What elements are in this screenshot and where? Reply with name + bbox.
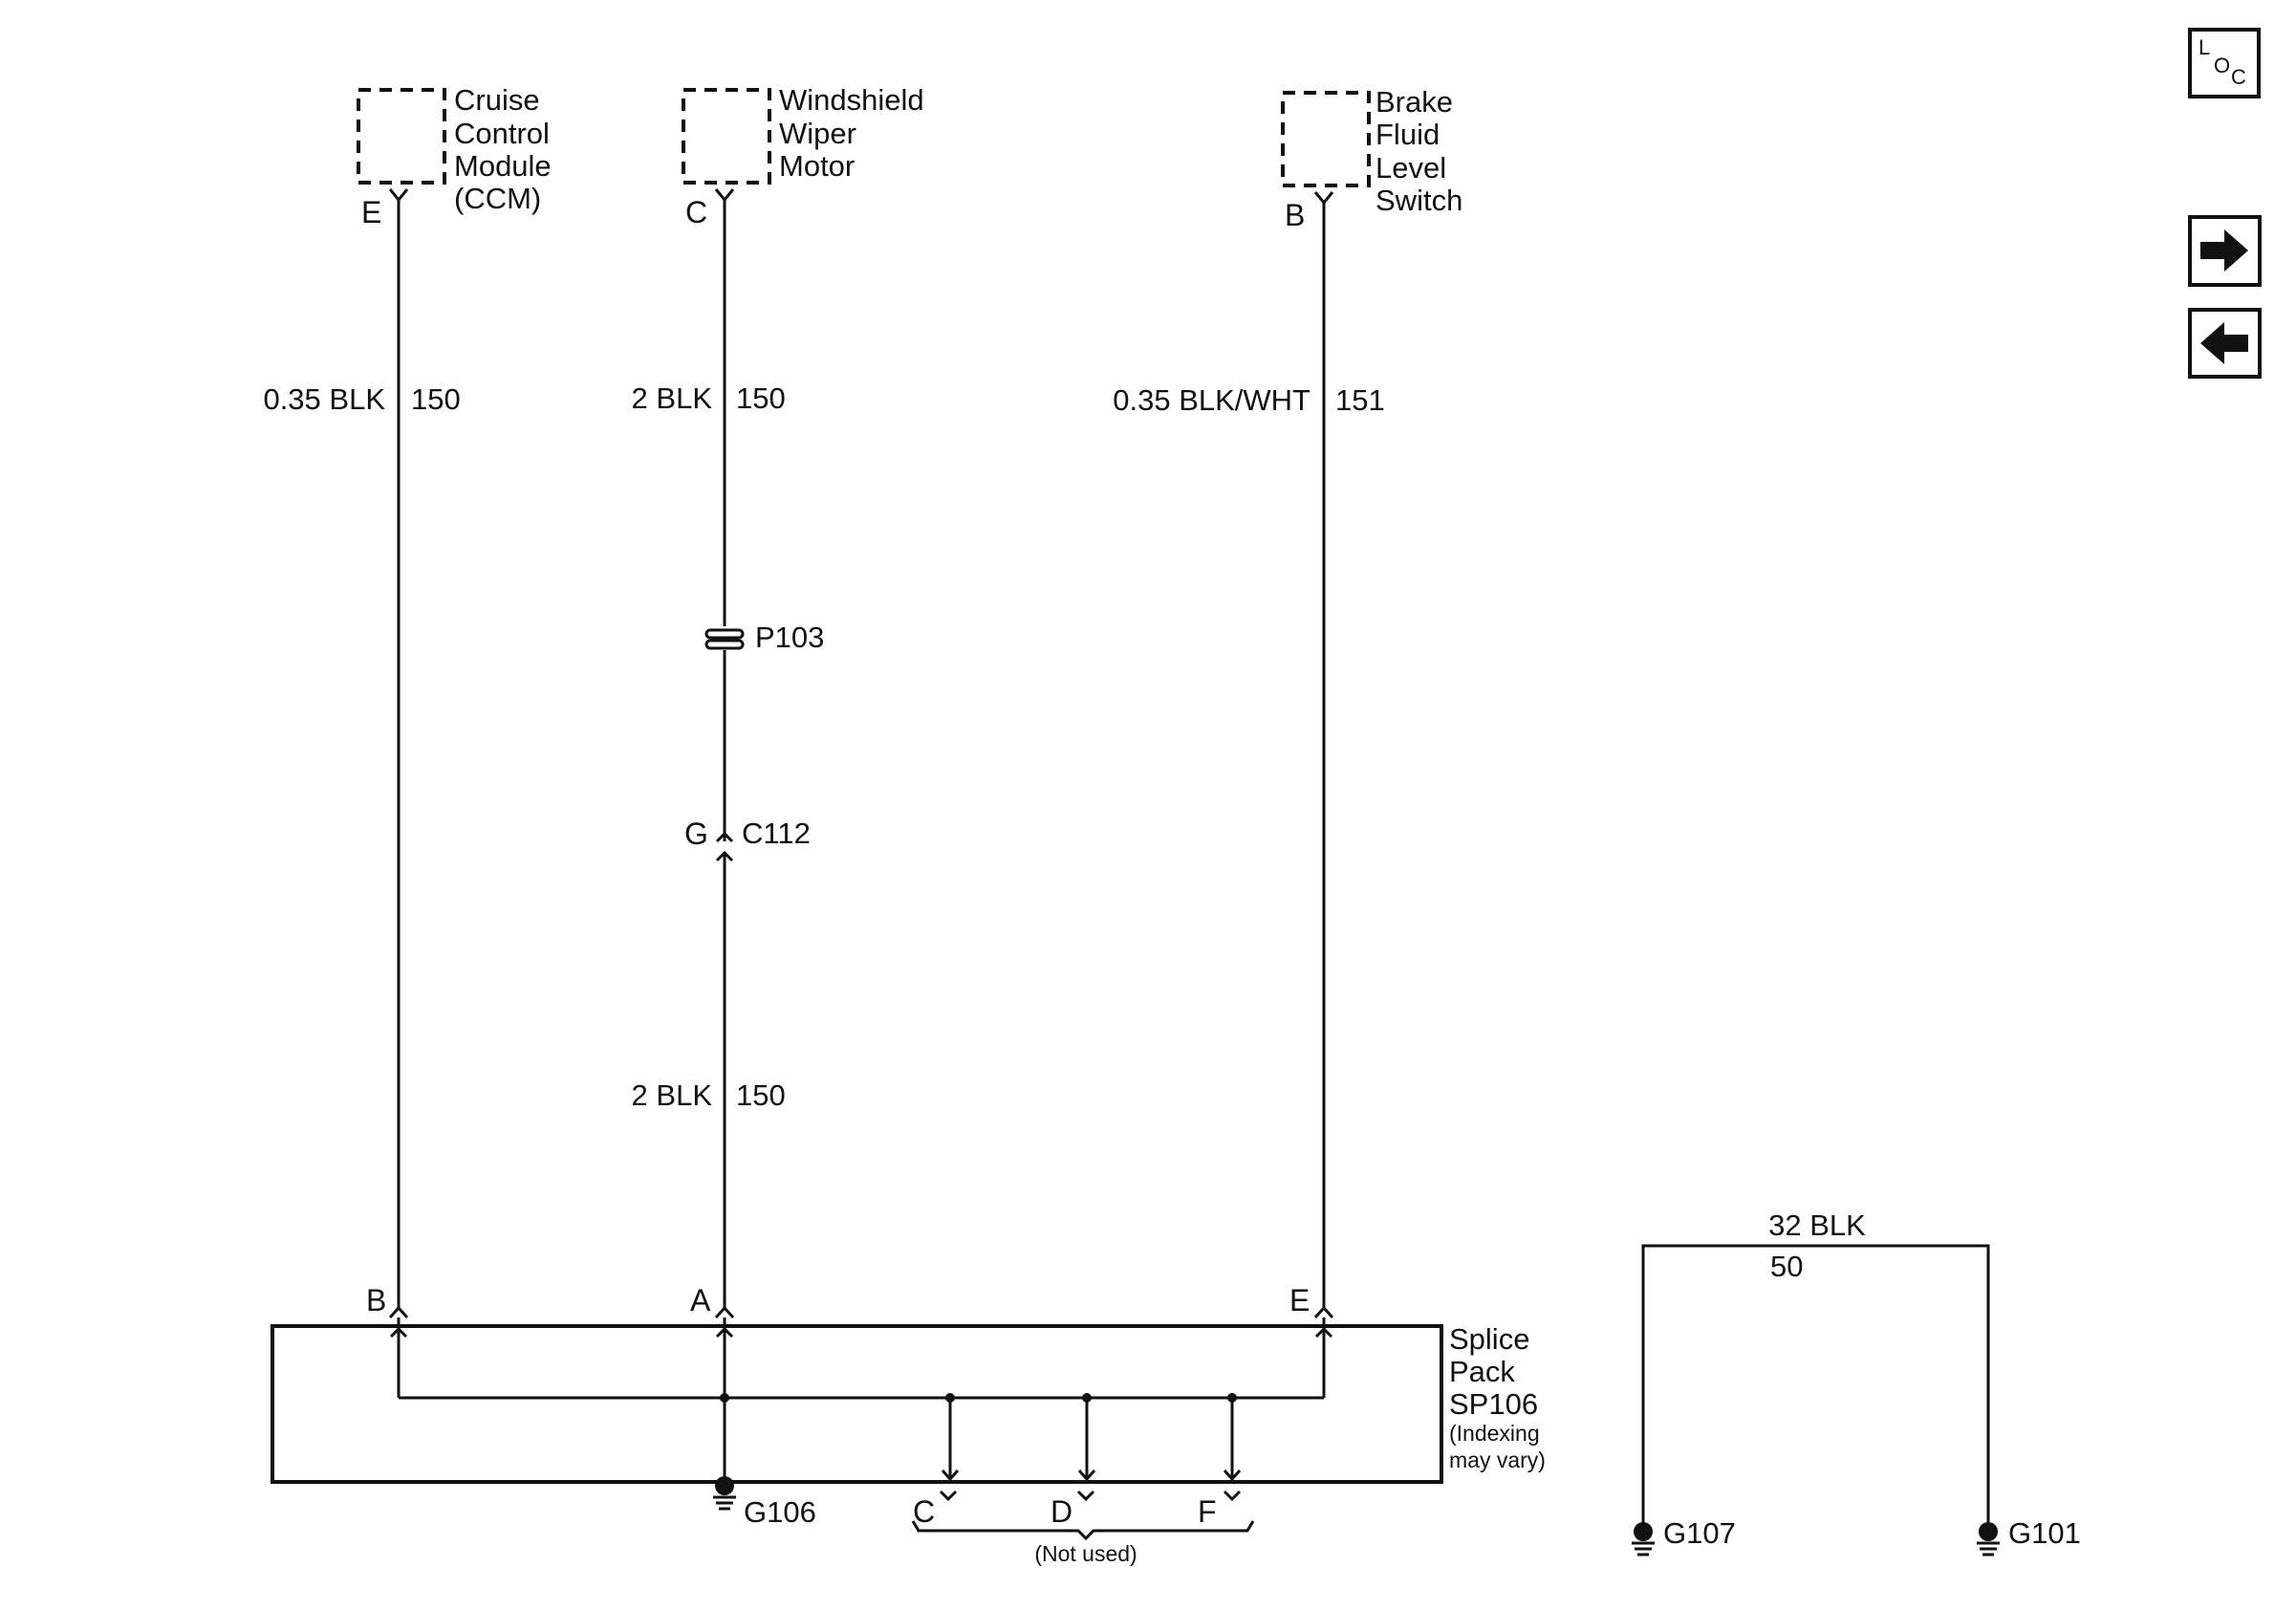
brake-label-line-2: Fluid — [1375, 118, 1440, 151]
splice-e-arrow — [1314, 1326, 1333, 1339]
c112-female-terminal — [715, 831, 734, 843]
splice-junction-a — [720, 1393, 729, 1403]
g107-label: G107 — [1663, 1516, 1736, 1550]
loc-button[interactable]: L O C — [2188, 28, 2261, 98]
not-used-brace — [911, 1520, 1255, 1541]
wire-wiper-lower-gauge-color: 2 BLK — [632, 1078, 713, 1112]
wire-ccm-circuit: 150 — [411, 382, 461, 416]
g107-ground-icon — [1634, 1522, 1653, 1541]
splice-pin-f-terminal — [1223, 1490, 1242, 1502]
arrow-left-icon — [2200, 322, 2248, 364]
splice-b-arrow — [389, 1326, 408, 1339]
c112-pin-label: G — [684, 816, 708, 851]
c112-label: C112 — [742, 816, 811, 850]
ground-strap-circuit: 50 — [1770, 1250, 1803, 1283]
splice-f-arrow — [1223, 1469, 1242, 1482]
splice-pack-label-line-2: Pack — [1449, 1355, 1515, 1388]
splice-pin-e-terminal — [1313, 1305, 1334, 1319]
splice-pin-c-label: C — [913, 1494, 935, 1529]
wire-ccm: 0.35 BLK 150 — [263, 200, 461, 1308]
wire-wiper: 2 BLK 150 P103 G C112 2 BLK 150 — [632, 200, 824, 1308]
ccm-dashed-box — [357, 88, 446, 185]
wiper-dashed-box — [682, 88, 771, 185]
ccm-label-line-4: (CCM) — [454, 182, 541, 215]
splice-pin-d-terminal — [1076, 1490, 1095, 1502]
splice-pin-e-label: E — [1289, 1283, 1310, 1317]
component-wiper-motor: Windshield Wiper Motor C — [682, 83, 924, 229]
splice-pack-label-line-3: SP106 — [1449, 1387, 1538, 1421]
p103-label: P103 — [755, 620, 824, 654]
splice-pin-a-label: A — [690, 1283, 711, 1317]
wire-brake-gauge-color: 0.35 BLK/WHT — [1113, 383, 1310, 417]
brake-pin-label: B — [1285, 198, 1305, 232]
brake-label-line-4: Switch — [1375, 184, 1462, 217]
ccm-label-line-3: Module — [454, 149, 552, 183]
g101-ground-icon — [1979, 1522, 1998, 1541]
g106-label: G106 — [744, 1495, 816, 1529]
wire-wiper-lower-circuit: 150 — [736, 1078, 786, 1112]
splice-pack-box — [271, 1324, 1443, 1484]
splice-pack-note-line-1: (Indexing — [1449, 1421, 1540, 1446]
ground-g106: G106 — [713, 1476, 816, 1529]
loc-letter-o: O — [2214, 54, 2230, 77]
p103-passthrough-symbol — [704, 628, 745, 650]
wire-brake: 0.35 BLK/WHT 151 — [1113, 203, 1385, 1308]
splice-pin-a-terminal — [714, 1305, 735, 1319]
splice-pin-b-label: B — [366, 1283, 386, 1317]
g106-ground-icon — [715, 1476, 734, 1495]
component-brake-switch: Brake Fluid Level Switch B — [1281, 85, 1462, 232]
loc-letter-c: C — [2231, 65, 2246, 89]
wiper-label-line-2: Wiper — [779, 117, 856, 150]
not-used-label: (Not used) — [1034, 1541, 1137, 1566]
ccm-label-line-2: Control — [454, 117, 550, 150]
splice-pack-label-line-1: Splice — [1449, 1322, 1529, 1356]
wire-ccm-gauge-color: 0.35 BLK — [263, 382, 385, 416]
splice-pack-note-line-2: may vary) — [1449, 1448, 1546, 1472]
previous-page-button[interactable] — [2188, 308, 2262, 379]
wire-wiper-upper-gauge-color: 2 BLK — [632, 381, 713, 415]
g101-label: G101 — [2008, 1516, 2081, 1550]
brake-label-line-1: Brake — [1375, 85, 1453, 119]
splice-d-arrow — [1077, 1469, 1096, 1482]
splice-pin-c-terminal — [939, 1490, 958, 1502]
ccm-pin-label: E — [361, 195, 381, 229]
splice-pin-f-label: F — [1198, 1494, 1217, 1529]
splice-pack-sp106: B A E C D F (Not use — [271, 1283, 1546, 1566]
wiper-pin-terminal — [714, 188, 735, 203]
ground-strap: 32 BLK 50 G107 G101 — [1632, 1208, 2081, 1557]
brake-dashed-box — [1281, 91, 1371, 187]
brake-pin-terminal — [1313, 191, 1334, 206]
ground-strap-wire — [1641, 1244, 1990, 1530]
splice-a-arrow — [715, 1326, 734, 1339]
wire-wiper-upper-circuit: 150 — [736, 381, 786, 415]
component-ccm: Cruise Control Module (CCM) E — [357, 83, 552, 229]
next-page-button[interactable] — [2188, 215, 2262, 287]
wiper-label-line-3: Motor — [779, 149, 855, 183]
wire-brake-circuit: 151 — [1335, 383, 1385, 417]
splice-c-arrow — [941, 1469, 960, 1482]
arrow-right-icon — [2200, 229, 2248, 272]
splice-pin-d-label: D — [1051, 1494, 1072, 1529]
wiper-pin-label: C — [685, 195, 707, 229]
ground-strap-gauge-color: 32 BLK — [1768, 1208, 1866, 1242]
loc-letter-l: L — [2199, 35, 2210, 59]
brake-label-line-3: Level — [1375, 151, 1446, 185]
wiper-label-line-1: Windshield — [779, 83, 924, 117]
ccm-pin-terminal — [388, 188, 409, 203]
splice-pin-b-terminal — [388, 1305, 409, 1319]
ccm-label-line-1: Cruise — [454, 83, 540, 117]
